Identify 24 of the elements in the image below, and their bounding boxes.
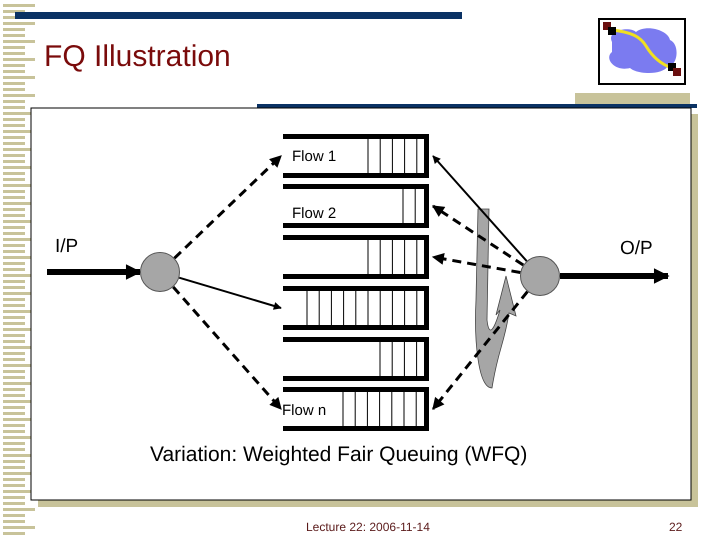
dashed-arrow <box>173 154 282 260</box>
dashed-arrow <box>172 286 282 410</box>
output-label: O/P <box>620 238 653 260</box>
input-label: I/P <box>55 236 78 258</box>
footer-text: Lecture 22: 2006-11-14 <box>306 520 430 534</box>
arrow <box>560 268 670 284</box>
arrow <box>47 264 142 280</box>
caption: Variation: Weighted Fair Queuing (WFQ) <box>150 443 528 467</box>
queue-buffer <box>283 337 429 381</box>
queue-buffer <box>283 286 429 330</box>
queue-buffer <box>283 235 429 279</box>
queue-buffer <box>283 134 429 178</box>
arrow <box>178 276 282 310</box>
queue-label: Flow 1 <box>292 148 336 165</box>
slide-title: FQ Illustration <box>44 40 231 74</box>
queue-label: Flow n <box>282 402 326 419</box>
queue-buffer <box>283 387 429 431</box>
dashed-arrow <box>432 252 521 274</box>
dashed-arrow <box>432 204 524 266</box>
arrow <box>432 155 528 262</box>
queue-buffer <box>283 184 429 228</box>
page-number: 22 <box>669 520 682 534</box>
queue-label: Flow 2 <box>292 205 336 222</box>
dashed-arrow <box>432 290 529 410</box>
